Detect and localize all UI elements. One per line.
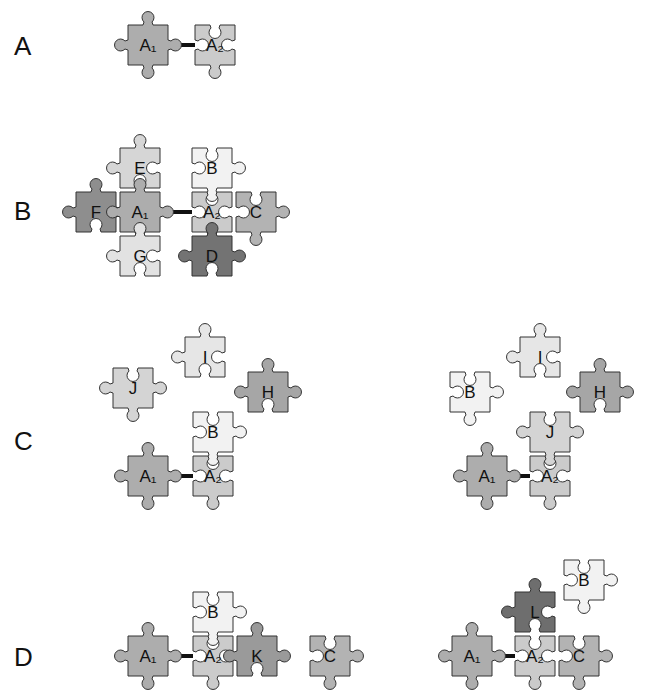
piece-label: J [546, 424, 555, 441]
piece-label: D [206, 248, 218, 265]
piece-label: H [594, 384, 606, 401]
piece-label: E [134, 160, 145, 177]
puzzle-piece: B [564, 560, 604, 600]
piece-label: A₁ [131, 204, 148, 221]
panel-letter: B [14, 198, 31, 224]
puzzle-piece: C [236, 192, 276, 232]
puzzle-piece: D [192, 236, 232, 276]
piece-label: J [129, 380, 138, 397]
piece-label: B [207, 424, 218, 441]
panel-letter: A [14, 33, 31, 59]
puzzle-piece: A₁ [128, 25, 168, 65]
piece-label: K [251, 648, 262, 665]
puzzle-piece: A₁ [128, 456, 168, 496]
puzzle-piece: C [559, 636, 599, 676]
piece-label: B [207, 604, 218, 621]
piece-label: A₁ [463, 648, 480, 665]
piece-label: B [206, 160, 217, 177]
puzzle-piece: K [237, 636, 277, 676]
puzzle-piece: A₂ [195, 25, 235, 65]
piece-label: A₂ [526, 648, 544, 665]
piece-label: A₁ [139, 37, 156, 54]
piece-label: A₂ [206, 37, 224, 54]
puzzle-piece: J [530, 412, 570, 452]
puzzle-piece: C [310, 636, 350, 676]
piece-label: C [573, 648, 585, 665]
piece-label: A₁ [139, 468, 156, 485]
piece-label: A₁ [478, 468, 495, 485]
puzzle-piece: L [515, 592, 555, 632]
piece-label: A₂ [541, 468, 559, 485]
puzzle-piece: B [193, 592, 233, 632]
piece-label: A₂ [203, 204, 221, 221]
puzzle-piece: H [580, 372, 620, 412]
piece-label: G [133, 248, 146, 265]
piece-label: B [578, 572, 589, 589]
puzzle-piece: A₁ [452, 636, 492, 676]
piece-label: L [530, 604, 539, 621]
puzzle-piece: A₁ [128, 636, 168, 676]
puzzle-piece: A₁ [467, 456, 507, 496]
piece-label: H [262, 384, 274, 401]
piece-label: C [324, 648, 336, 665]
puzzle-piece: A₂ [193, 456, 233, 496]
piece-label: C [250, 204, 262, 221]
piece-label: A₂ [204, 468, 222, 485]
piece-label: A₂ [204, 648, 222, 665]
puzzle-piece: B [450, 372, 490, 412]
panel-letter: D [14, 644, 33, 670]
puzzle-piece: A₂ [530, 456, 570, 496]
puzzle-piece: J [113, 368, 153, 408]
panel-letter: C [14, 428, 33, 454]
piece-label: B [464, 384, 475, 401]
puzzle-piece: I [520, 337, 560, 377]
puzzle-piece: I [185, 337, 225, 377]
puzzle-piece: B [193, 412, 233, 452]
puzzle-piece: B [192, 148, 232, 188]
piece-label: I [203, 349, 208, 366]
piece-label: F [91, 204, 101, 221]
puzzle-piece: A₂ [515, 636, 555, 676]
piece-label: A₁ [139, 648, 156, 665]
piece-label: I [538, 349, 543, 366]
puzzle-piece: G [120, 236, 160, 276]
puzzle-piece: H [248, 372, 288, 412]
